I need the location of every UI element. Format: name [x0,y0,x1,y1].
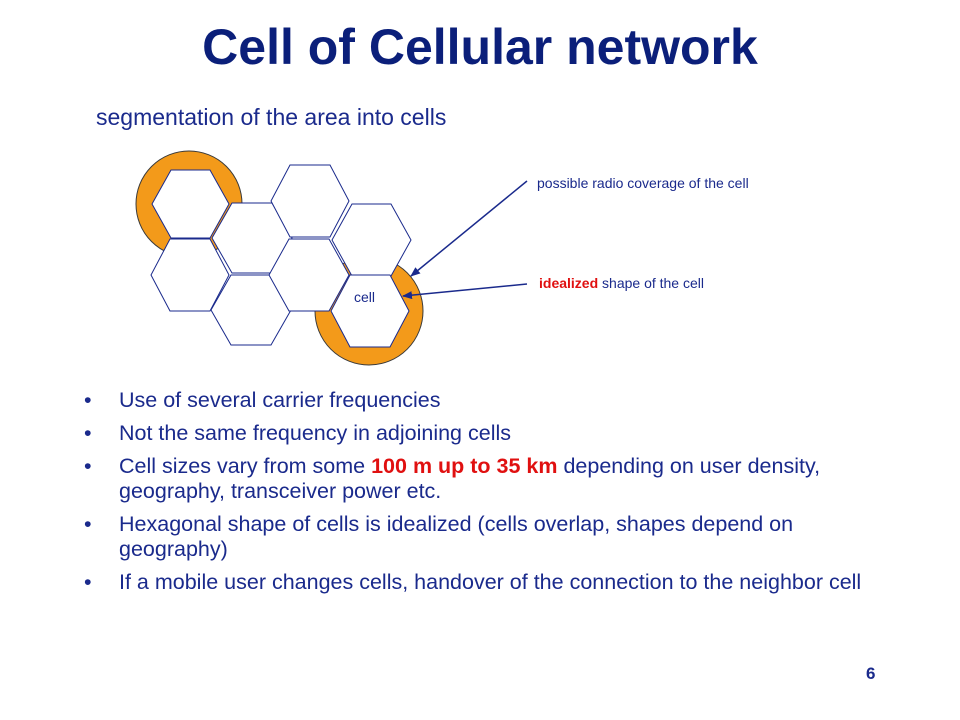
ideal-rest: shape of the cell [598,275,704,291]
bullet-item: Not the same frequency in adjoining cell… [82,421,882,446]
hex-cell [150,238,230,312]
coverage-arrow [410,180,528,277]
bullet-item: Use of several carrier frequencies [82,388,882,413]
ideal-highlight: idealized [539,275,598,291]
hex-cell-highlighted [330,274,410,348]
cell-label: cell [354,289,375,305]
hex-cell [268,238,350,312]
page-number: 6 [866,664,876,683]
coverage-label: possible radio coverage of the cell [537,175,749,191]
bullet-item: If a mobile user changes cells, handover… [82,570,882,595]
bullet-text: Cell sizes vary from some [119,454,372,478]
ideal-shape-arrow [402,283,528,300]
bullet-item: Cell sizes vary from some 100 m up to 35… [82,454,882,504]
bullet-item: Hexagonal shape of cells is idealized (c… [82,512,882,562]
hex-cell [151,169,230,239]
slide-title: Cell of Cellular network [202,19,758,75]
slide-subtitle: segmentation of the area into cells [96,104,447,130]
bullet-highlight: 100 m up to 35 km [371,454,558,478]
ideal-shape-label: idealized shape of the cell [539,275,704,291]
bullet-list: Use of several carrier frequencies Not t… [82,388,882,603]
hex-cell [270,164,350,238]
bullet-text: depending on user density, geography, tr… [119,454,821,503]
